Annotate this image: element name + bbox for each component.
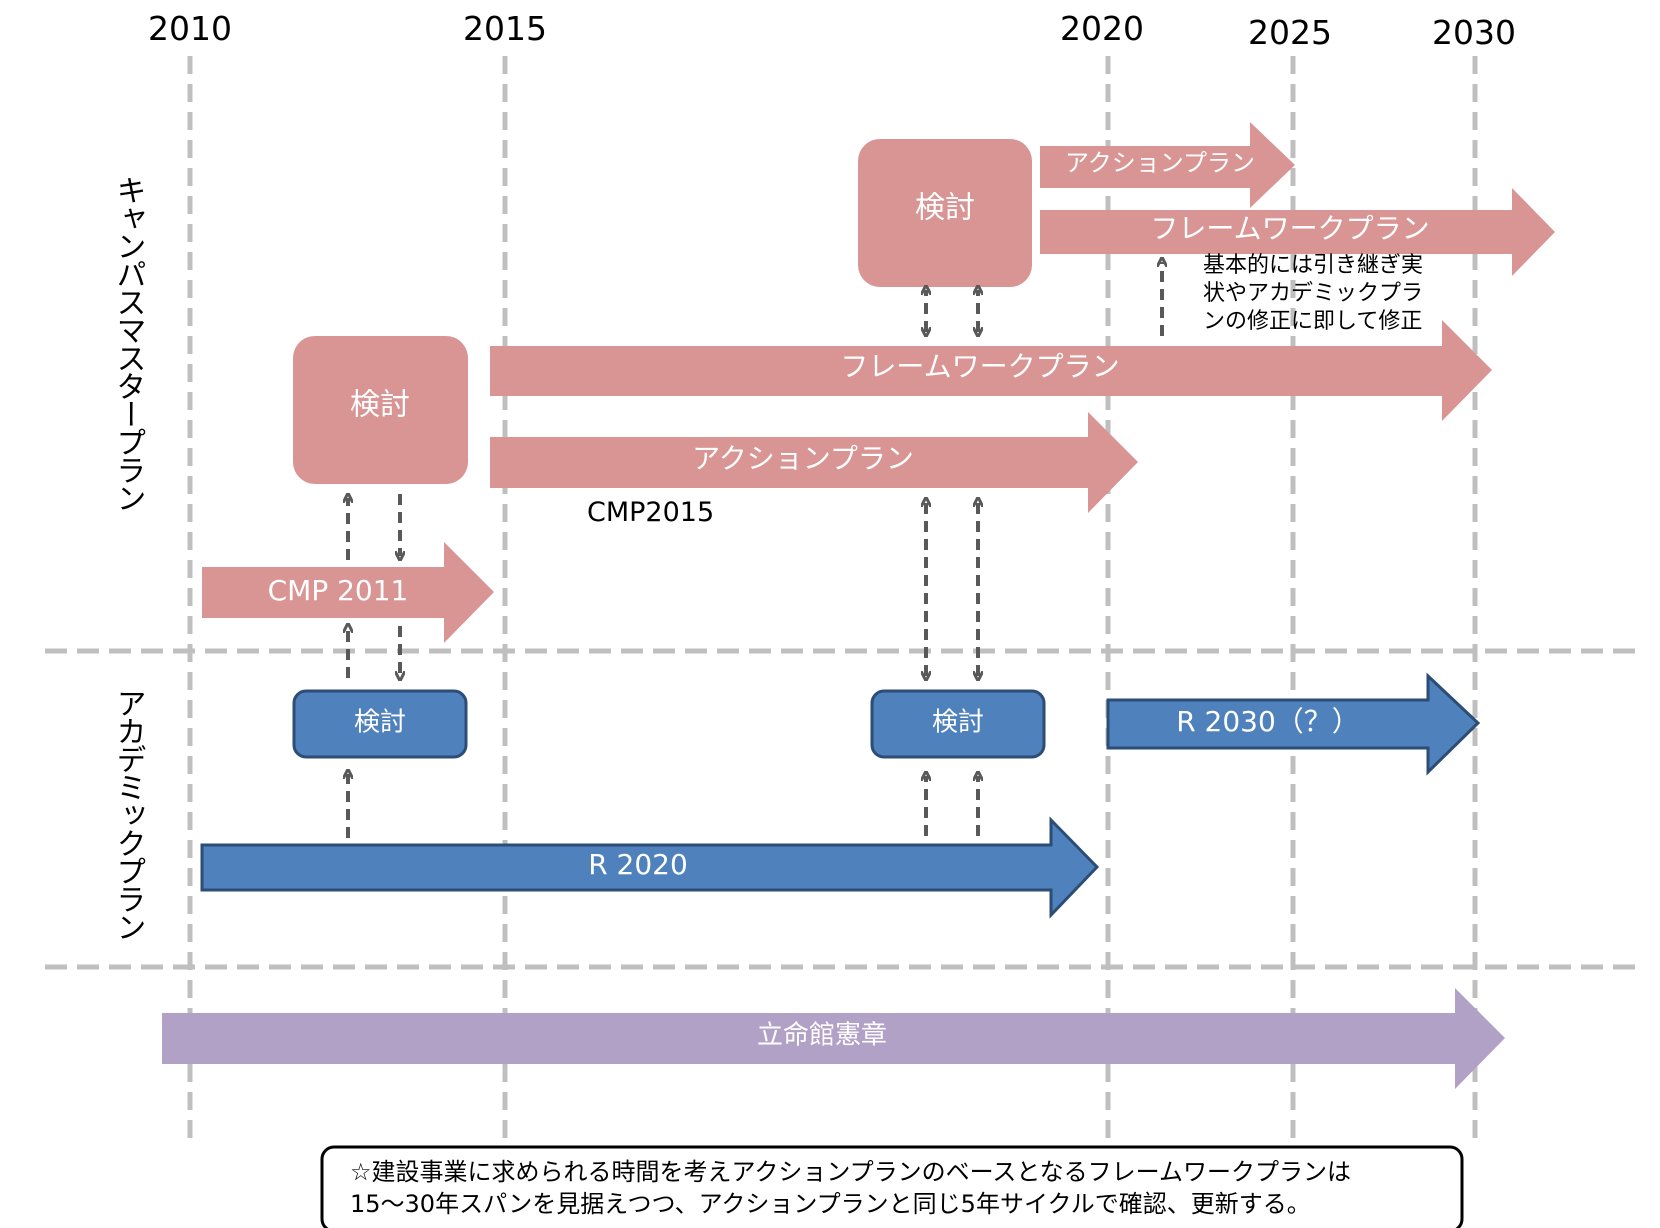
footer-note-line-1: ☆建設事業に求められる時間を考えアクションプランのベースとなるフレームワークプラ… [350,1158,1351,1186]
revision-note-line-1: 基本的には引き継ぎ実 [1203,253,1423,278]
cmp2011-arrow [202,542,494,643]
year-label-2020: 2020 [1060,9,1144,48]
footer-note-line-2: 15～30年スパンを見据えつつ、アクションプランと同じ5年サイクルで確認、更新す… [350,1190,1311,1218]
action-plan-mid-arrow [490,412,1138,513]
kentou-box-late-pink [858,139,1032,287]
kentou-box-late-blue [870,689,1046,759]
kentou-box-early-pink-label: 検討 [350,388,410,423]
cmp2011-label: CMP 2011 [268,574,409,607]
horizontal-separators [45,648,1635,970]
r2030-label: R 2030（？） [1176,705,1360,738]
revision-note-line-3: ンの修正に即して修正 [1203,309,1422,334]
year-label-2030: 2030 [1432,13,1516,52]
ritsumeikan-charter-label: 立命館憲章 [757,1021,887,1051]
dashed-connectors [348,262,1162,838]
framework-plan-mid-arrow [490,320,1492,421]
r2020-label: R 2020 [588,848,688,881]
revision-note-line-2: 状やアカデミックプラ [1203,281,1423,306]
kentou-box-early-pink [293,336,468,484]
kentou-box-early-blue-label: 検討 [354,708,406,738]
cmp2015-label: CMP2015 [587,497,714,528]
framework-plan-late-label: フレームワークプラン [1150,212,1429,245]
ritsumeikan-charter-arrow [162,988,1505,1089]
action-plan-mid-label: アクションプラン [692,442,914,475]
year-label-2025: 2025 [1248,13,1332,52]
kentou-box-late-blue-label: 検討 [932,708,984,738]
r2020-arrow [200,816,1100,919]
year-label-2010: 2010 [148,9,232,48]
action-plan-late-arrow [1040,122,1295,208]
section-label-academic-plan: アカデミックプラン [111,688,146,940]
section-label-campus-master-plan: キャンパスマスタープラン [111,175,146,511]
kentou-box-early-blue [292,689,468,759]
kentou-box-late-pink-label: 検討 [915,191,975,226]
action-plan-late-label: アクションプラン [1065,149,1255,177]
footer-note-box [320,1145,1464,1228]
r2030-arrow [1106,672,1481,776]
framework-plan-mid-label: フレームワークプラン [840,350,1119,383]
year-label-2015: 2015 [463,9,547,48]
framework-plan-late-arrow [1040,188,1555,276]
